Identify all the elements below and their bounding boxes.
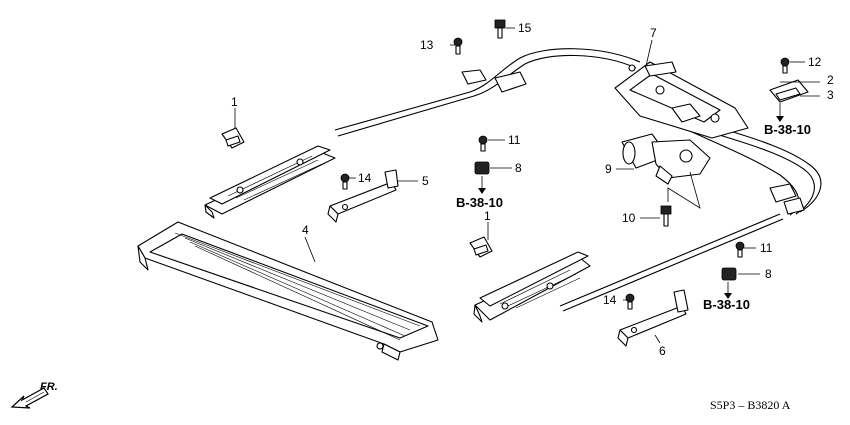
leader-lines xyxy=(234,27,820,344)
callout-8a: 8 xyxy=(515,161,522,175)
callout-2: 2 xyxy=(827,73,834,87)
section-references[interactable]: B-38-10 B-38-10 B-38-10 xyxy=(456,122,811,312)
nut-8b xyxy=(721,267,737,281)
screw-14b xyxy=(625,293,635,310)
ref-arrow-icon xyxy=(478,188,486,194)
bracket-part-2-3 xyxy=(769,79,809,103)
callouts: 1 1 2 3 4 5 6 7 8 8 9 10 11 11 12 13 14 … xyxy=(231,21,834,358)
screw-13 xyxy=(453,37,463,55)
callout-3: 3 xyxy=(827,88,834,102)
bolt-15 xyxy=(494,19,506,39)
callout-8b: 8 xyxy=(765,267,772,281)
ref-b-38-10-center[interactable]: B-38-10 xyxy=(456,195,503,210)
bolt-10 xyxy=(660,205,672,227)
sunroof-motor-part xyxy=(621,133,711,185)
callout-9: 9 xyxy=(605,162,612,176)
front-frame-part xyxy=(137,221,439,361)
callout-10: 10 xyxy=(622,211,636,225)
screw-11a xyxy=(478,135,488,152)
callout-14b: 14 xyxy=(603,293,617,307)
callout-11a: 11 xyxy=(508,133,521,147)
callout-15: 15 xyxy=(518,21,532,35)
clip-part-1a xyxy=(221,127,245,149)
screw-14a xyxy=(340,173,350,190)
ref-arrow-icon xyxy=(724,293,732,299)
slide-bracket-5 xyxy=(327,169,399,223)
callout-7: 7 xyxy=(650,26,657,40)
diagram-code: S5P3 – B3820 A xyxy=(710,398,791,412)
callout-14a: 14 xyxy=(358,171,372,185)
ref-arrow-icon xyxy=(776,116,784,122)
callout-13: 13 xyxy=(420,38,434,52)
slide-bracket-6 xyxy=(617,289,689,347)
front-label: FR. xyxy=(40,381,58,393)
front-arrow-icon xyxy=(10,387,49,409)
clip-part-1b xyxy=(469,236,493,258)
left-guide-rail xyxy=(204,145,336,219)
front-indicator: FR. xyxy=(10,381,58,409)
cable-fittings xyxy=(461,69,805,215)
callout-11b: 11 xyxy=(760,241,773,255)
nut-8a xyxy=(474,161,490,175)
callout-12: 12 xyxy=(808,55,822,69)
callout-1b: 1 xyxy=(484,209,491,223)
screw-11b xyxy=(735,241,745,258)
motor-bracket-part xyxy=(614,61,749,139)
callout-4: 4 xyxy=(302,223,309,237)
screw-12 xyxy=(780,57,790,74)
callout-5: 5 xyxy=(422,174,429,188)
callout-6: 6 xyxy=(659,344,666,358)
ref-b-38-10-upper-right[interactable]: B-38-10 xyxy=(764,122,811,137)
ref-b-38-10-lower-right[interactable]: B-38-10 xyxy=(703,297,750,312)
right-guide-rail xyxy=(473,251,591,323)
callout-1a: 1 xyxy=(231,95,238,109)
